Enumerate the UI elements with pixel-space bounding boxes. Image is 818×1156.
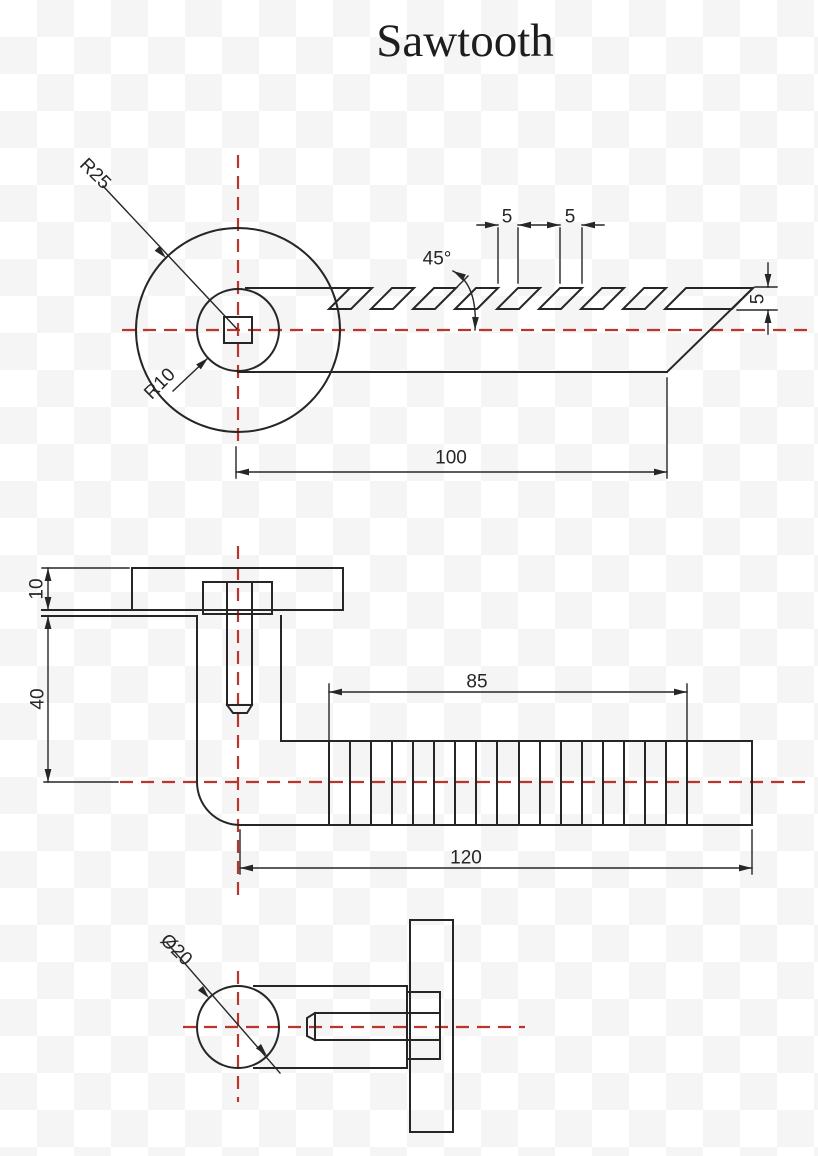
- dim-arrow: [582, 221, 595, 229]
- bolt-head: [202, 581, 273, 615]
- dim-arrow: [654, 468, 667, 476]
- dim-arrow: [240, 864, 253, 872]
- neck-boss-profile: [406, 991, 441, 1060]
- dim-inner-radius: R10: [140, 364, 179, 403]
- serration-lines: [328, 740, 688, 826]
- grip-bar-profile: [253, 985, 408, 1069]
- dim-arrow: [471, 316, 479, 331]
- side-view: Ø20: [156, 919, 525, 1133]
- dim-arrow: [674, 688, 687, 696]
- dim-arrow: [764, 310, 772, 323]
- r25-leader-line: [102, 185, 238, 330]
- top-view: R25 R10 5 5 45° 5 100: [75, 154, 812, 479]
- bolt-profile: [306, 1011, 441, 1042]
- dim-arrow: [518, 221, 531, 229]
- rose-plate: [131, 567, 344, 611]
- dim-overall-length: 120: [450, 848, 482, 869]
- spindle-square-hole: [223, 316, 253, 344]
- overall-extension-lines: [239, 829, 753, 875]
- dim-handle-length: 100: [435, 448, 467, 469]
- dim-arrow: [764, 274, 772, 287]
- rose-plate-edge: [409, 919, 454, 1133]
- serration-extension-lines: [328, 683, 688, 742]
- sawtooth-teeth: [326, 287, 756, 310]
- pitch-extension-lines: [497, 227, 583, 284]
- dim-neck-height: 40: [28, 688, 49, 709]
- dim-arrow: [44, 616, 52, 629]
- bolt-shank: [225, 581, 254, 714]
- dim-tooth-depth: 5: [748, 294, 769, 305]
- dim-serration-length: 85: [466, 672, 487, 693]
- dim-arrow: [329, 688, 342, 696]
- dim-arrow: [236, 468, 249, 476]
- dim-outer-radius: R25: [75, 154, 114, 193]
- lever-body-outline: [196, 615, 753, 826]
- dim-arrow: [485, 221, 498, 229]
- front-view: 10 40 85 120: [27, 546, 812, 898]
- dim-plate-thickness: 10: [27, 578, 48, 599]
- drawing-title: Sawtooth: [376, 15, 554, 67]
- depth-extension-lines: [736, 286, 778, 311]
- dim-tooth-width: 5: [565, 207, 576, 228]
- dim-arrow: [739, 864, 752, 872]
- dim-tooth-angle: 45°: [423, 249, 452, 270]
- angle-reference-line: [434, 275, 469, 310]
- dim-arrow: [44, 769, 52, 782]
- dim-knob-diameter: Ø20: [156, 930, 196, 970]
- knob-circle: [196, 985, 280, 1069]
- outer-circle: [135, 227, 341, 433]
- dim-tooth-gap: 5: [502, 207, 513, 228]
- dim-arrow: [547, 221, 560, 229]
- length-extension-lines: [235, 377, 668, 479]
